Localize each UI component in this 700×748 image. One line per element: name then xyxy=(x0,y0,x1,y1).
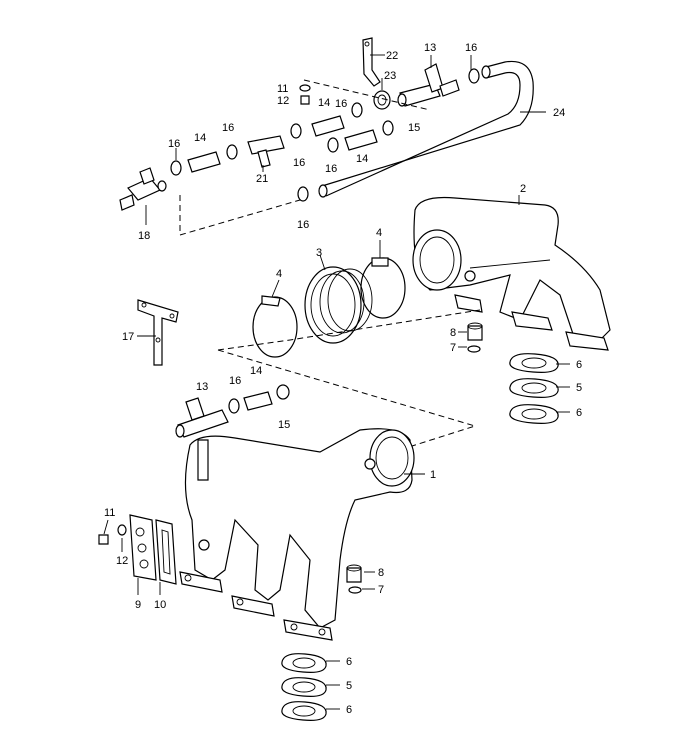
manifold-1 xyxy=(179,428,415,641)
callout-16-a: 16 xyxy=(465,42,477,54)
callout-22: 22 xyxy=(386,50,398,62)
callout-16-b: 16 xyxy=(335,98,347,110)
callout-16-h: 16 xyxy=(229,375,241,387)
callout-5-upper: 5 xyxy=(576,382,582,394)
valve-13-lower xyxy=(175,397,229,438)
hose-clamp-16-top xyxy=(170,68,480,202)
clamp-4-upper xyxy=(360,257,406,319)
callout-23: 23 xyxy=(384,70,396,82)
callout-7-lower: 7 xyxy=(378,584,384,596)
callout-16-e: 16 xyxy=(293,157,305,169)
bracket-22 xyxy=(362,37,381,87)
hose-24 xyxy=(318,60,534,198)
clamp-15-lower xyxy=(276,384,290,400)
callout-14-a: 14 xyxy=(194,132,206,144)
callout-10: 10 xyxy=(154,599,166,611)
callout-16-g: 16 xyxy=(297,219,309,231)
plate-9 xyxy=(129,514,157,581)
callout-8-upper: 8 xyxy=(450,327,456,339)
callout-7-upper: 7 xyxy=(450,342,456,354)
callout-8-lower: 8 xyxy=(378,567,384,579)
plate-10 xyxy=(155,519,177,585)
callout-13-lower: 13 xyxy=(196,381,208,393)
callout-16-d: 16 xyxy=(168,138,180,150)
callout-2: 2 xyxy=(520,183,526,195)
dash-guide-mid xyxy=(217,309,481,351)
callout-15-lower: 15 xyxy=(278,419,290,431)
callout-11-lower: 11 xyxy=(104,507,115,519)
washer-7-lower xyxy=(348,586,362,594)
callout-4-lower: 4 xyxy=(276,268,282,280)
callout-12-lower: 12 xyxy=(116,555,128,567)
clamp-16-lower xyxy=(228,398,240,414)
spacer-8-upper xyxy=(467,322,483,341)
callout-18: 18 xyxy=(138,230,150,242)
screw-washer-11-12-top xyxy=(299,84,311,105)
screw-washer-11-12-lower xyxy=(98,524,127,545)
spacer-8-lower xyxy=(346,564,362,583)
dash-guide-top xyxy=(303,79,431,111)
callout-13-upper: 13 xyxy=(424,42,436,54)
callout-16-f: 16 xyxy=(325,163,337,175)
tee-21 xyxy=(247,135,285,168)
hose-14-lower xyxy=(243,391,273,411)
gaskets-upper xyxy=(509,353,559,424)
callout-6-b: 6 xyxy=(576,407,582,419)
washer-7-upper xyxy=(467,345,481,353)
callout-14-c: 14 xyxy=(356,153,368,165)
bracket-17 xyxy=(137,299,179,366)
clamp-4-lower xyxy=(252,295,298,358)
callout-4-upper: 4 xyxy=(376,227,382,239)
valve-18 xyxy=(119,167,167,211)
callout-16-c: 16 xyxy=(222,122,234,134)
callout-11-upper: 11 xyxy=(277,83,288,95)
callout-21: 21 xyxy=(256,173,268,185)
clamp-23 xyxy=(373,90,391,110)
callout-17: 17 xyxy=(122,331,134,343)
callout-3: 3 xyxy=(316,247,322,259)
manifold-2 xyxy=(412,196,611,351)
callout-24: 24 xyxy=(553,107,565,119)
callout-9: 9 xyxy=(135,599,141,611)
dash-guide-18 xyxy=(179,195,301,236)
valve-13-upper xyxy=(397,63,460,107)
callout-15-upper: 15 xyxy=(408,122,420,134)
callout-14-d: 14 xyxy=(250,365,262,377)
leader-lines xyxy=(103,54,570,710)
callout-14-b: 14 xyxy=(318,97,330,109)
callout-12-upper: 12 xyxy=(277,95,289,107)
callout-labels: 1 2 3 4 4 5 5 6 6 6 6 7 7 8 8 9 10 11 11… xyxy=(104,42,582,716)
hose-14-pieces xyxy=(187,115,378,173)
callout-6-a: 6 xyxy=(576,359,582,371)
callout-6-d: 6 xyxy=(346,704,352,716)
gaskets-lower xyxy=(281,653,327,721)
callout-6-c: 6 xyxy=(346,656,352,668)
callout-5-lower: 5 xyxy=(346,680,352,692)
callout-1: 1 xyxy=(430,469,436,481)
